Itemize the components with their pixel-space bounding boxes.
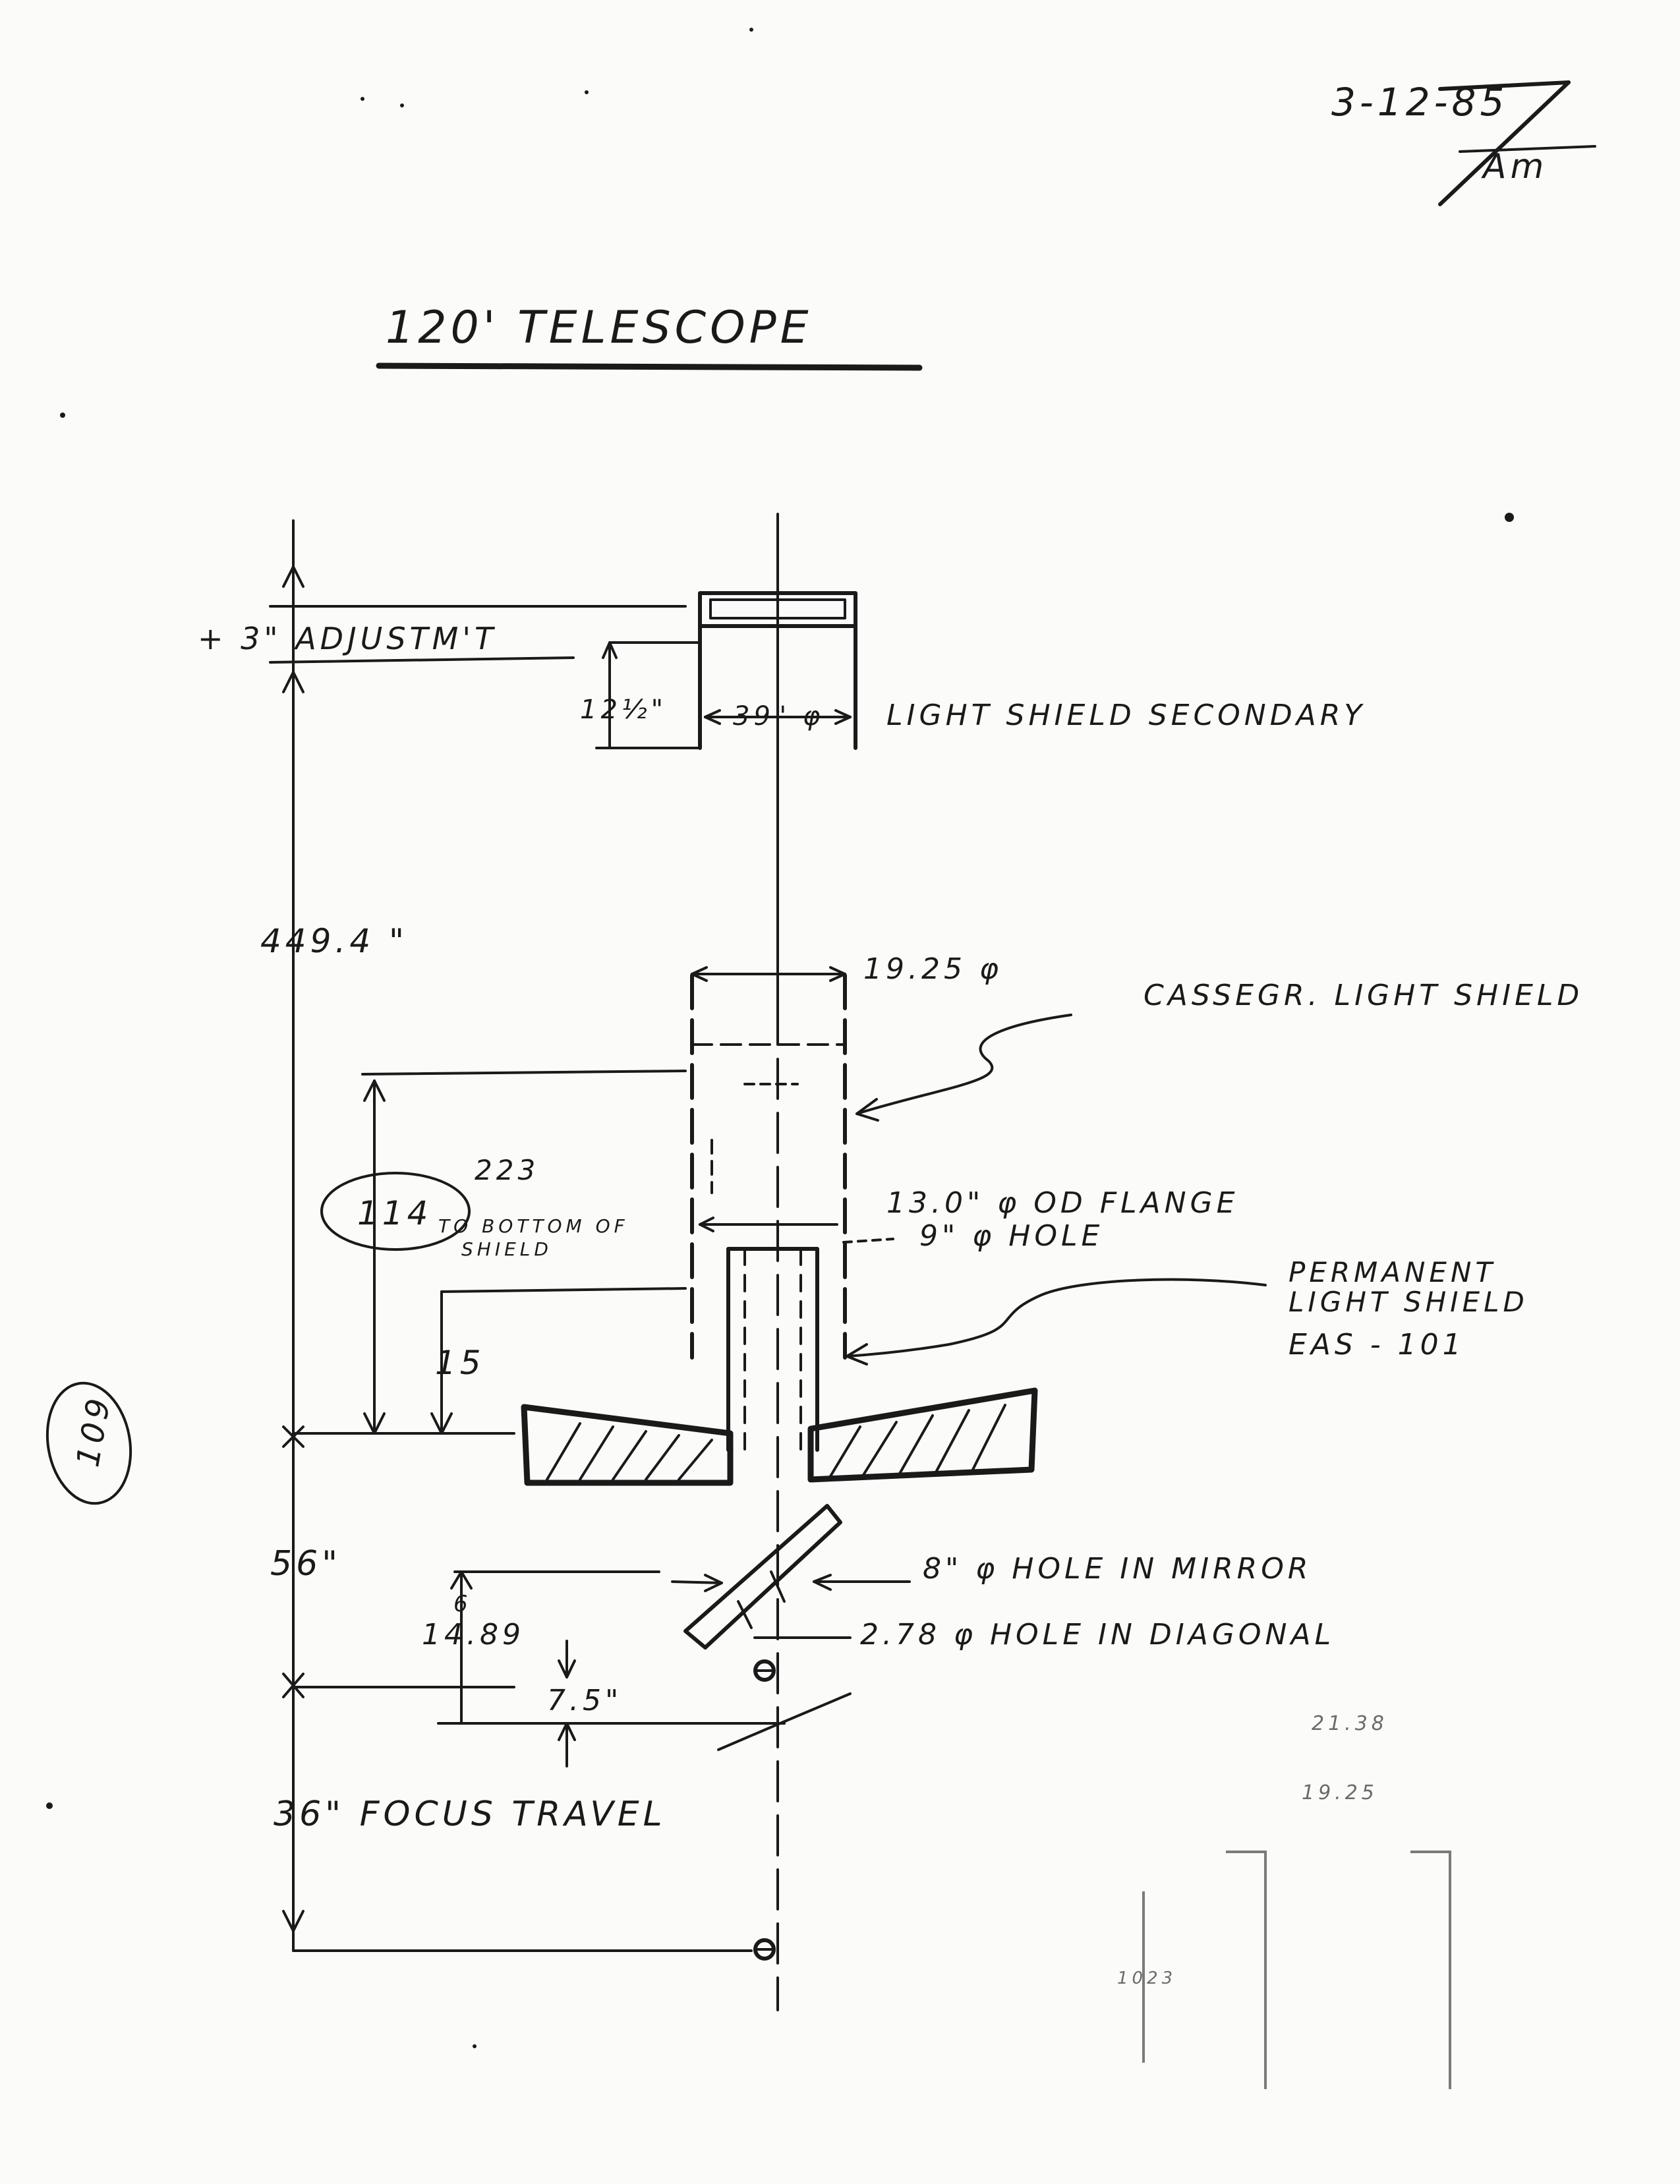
signature-initials: Am bbox=[1481, 147, 1548, 187]
primary-mirror-left bbox=[521, 1404, 734, 1486]
secondary-mirror-inner bbox=[709, 598, 846, 619]
to-bottom-note-2: SHIELD bbox=[461, 1238, 552, 1260]
adjust-bottom-extension bbox=[269, 656, 575, 664]
page-title: 120' TELESCOPE bbox=[386, 302, 813, 354]
circled-114-ring bbox=[320, 1172, 471, 1251]
cassegrain-diameter-label: 19.25 φ bbox=[863, 952, 1002, 986]
cassegrain-diameter-arrows bbox=[691, 966, 846, 982]
focus-travel-label: 36" FOCUS TRAVEL bbox=[274, 1795, 666, 1834]
mirror-hole-arrow-left bbox=[671, 1574, 723, 1592]
faint-bleed-lines bbox=[1142, 1851, 1451, 2089]
hole-leader bbox=[842, 1238, 894, 1244]
secondary-mirror-cap bbox=[698, 591, 857, 628]
secondary-diameter-label: 39" φ bbox=[733, 701, 824, 732]
diagonal-hole-marks bbox=[737, 1570, 786, 1629]
shield-height-arrow-top bbox=[363, 1079, 386, 1102]
focus-offset-slash bbox=[717, 1692, 852, 1751]
secondary-shield-callout: LIGHT SHIELD SECONDARY bbox=[886, 699, 1366, 732]
focus-offset-arrow-top bbox=[558, 1640, 576, 1679]
diagonal-hole-callout: 2.78 φ HOLE IN DIAGONAL bbox=[860, 1618, 1335, 1652]
hole-tube bbox=[726, 1247, 819, 1452]
adjust-arrow-top bbox=[282, 565, 304, 588]
mirror-hatching-right bbox=[829, 1404, 1006, 1478]
primary-mirror-right bbox=[807, 1387, 1038, 1483]
secondary-height-arrow bbox=[602, 641, 618, 659]
circled-114-text: 114 bbox=[357, 1194, 432, 1232]
paper-speckles bbox=[46, 28, 1514, 2048]
permanent-shield-line2: LIGHT SHIELD bbox=[1289, 1286, 1528, 1318]
diagonal-mirror bbox=[683, 1504, 842, 1650]
signature-slash bbox=[1438, 80, 1571, 206]
cassegrain-leader bbox=[855, 1014, 1072, 1115]
small-6-label: 6 bbox=[453, 1591, 472, 1617]
mirror-offset-label: 56" bbox=[270, 1544, 341, 1584]
adjust-label: + 3" ADJUSTM'T bbox=[198, 621, 497, 656]
mirror-hole-arrow-right bbox=[813, 1574, 911, 1591]
mirror-datum-tick bbox=[282, 1425, 304, 1448]
focus-offset-label: 7.5" bbox=[547, 1684, 622, 1717]
cassegrain-shield-callout: CASSEGR. LIGHT SHIELD bbox=[1144, 979, 1583, 1012]
page-number-text: 109 bbox=[69, 1392, 118, 1470]
permanent-shield-leader bbox=[846, 1278, 1267, 1358]
mirror-hole-callout: 8" φ HOLE IN MIRROR bbox=[923, 1552, 1312, 1586]
signature-rule bbox=[1459, 145, 1596, 153]
perm-shield-dim-arrow bbox=[430, 1412, 453, 1435]
faint-note-a: 21.38 bbox=[1312, 1712, 1388, 1735]
secondary-shield-walls bbox=[698, 624, 857, 750]
faint-note-c: 1023 bbox=[1117, 1968, 1176, 1988]
flange-label: 13.0" φ OD FLANGE bbox=[886, 1186, 1238, 1220]
focus-arrow-bottom bbox=[282, 1910, 304, 1932]
shield-height-arrow-bottom bbox=[363, 1412, 386, 1435]
permanent-shield-line1: PERMANENT bbox=[1289, 1256, 1496, 1288]
secondary-diameter-arrows bbox=[704, 709, 852, 725]
adjust-arrow-bottom bbox=[282, 671, 304, 693]
mirror-hatching-left bbox=[546, 1422, 713, 1481]
permanent-shield-arrow bbox=[846, 1343, 868, 1365]
diag-value-label: 14.89 bbox=[422, 1618, 525, 1652]
shield-top-extension bbox=[361, 1070, 687, 1076]
flange-arrow bbox=[699, 1217, 714, 1232]
faint-note-b: 19.25 bbox=[1302, 1781, 1378, 1804]
hole-inner-dash bbox=[743, 1248, 802, 1451]
cassegrain-leader-arrow bbox=[855, 1098, 879, 1122]
perm-shield-height-label: 15 bbox=[435, 1344, 485, 1382]
secondary-height-dim bbox=[595, 641, 701, 749]
hole-label: 9" φ HOLE bbox=[919, 1219, 1103, 1253]
title-underline bbox=[376, 362, 923, 371]
permanent-shield-line3: EAS - 101 bbox=[1289, 1328, 1465, 1362]
perm-shield-top-extension bbox=[440, 1287, 687, 1293]
overall-length-label: 449.4 " bbox=[260, 922, 408, 960]
page-number-ring bbox=[45, 1381, 132, 1505]
to-bottom-note-1: TO BOTTOM OF bbox=[438, 1215, 629, 1237]
focus-offset-arrow-bottom bbox=[558, 1722, 576, 1767]
diag-dim-arrow bbox=[450, 1570, 473, 1590]
date-slash-underline bbox=[1438, 80, 1571, 91]
shield-height-label: 223 bbox=[475, 1154, 539, 1186]
focus-datum-tick bbox=[282, 1673, 304, 1698]
secondary-height-label: 12½" bbox=[580, 695, 667, 725]
